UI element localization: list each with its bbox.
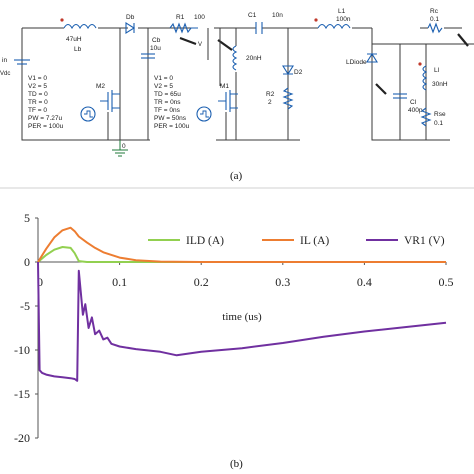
source1-line: TF = 0 (28, 107, 47, 114)
source2-line: PW = 50ns (154, 115, 187, 122)
source2-line: TR = 0ns (154, 99, 181, 106)
source1-line: PER = 100u (28, 123, 64, 130)
lb-value: 47uH (66, 36, 82, 43)
m1-label: M1 (220, 83, 229, 90)
d2-label: D2 (294, 69, 303, 76)
x-tick-label: 0.5 (439, 275, 454, 289)
caption-a: (a) (230, 170, 243, 182)
vin-label: in (2, 57, 7, 64)
l1-label: L1 (338, 8, 346, 15)
r1-label: R1 (176, 14, 185, 21)
y-tick-label: 0 (24, 255, 30, 269)
lb-label: Lb (74, 46, 82, 53)
source2-line: TD = 65u (154, 91, 181, 98)
c1-label: C1 (248, 12, 257, 19)
l1-value: 100n (336, 16, 351, 23)
source2-line: V1 = 0 (154, 75, 173, 82)
source2-line: V2 = 5 (154, 83, 173, 90)
y-tick-label: -10 (14, 343, 30, 357)
legend: ILD (A) IL (A) VR1 (V) (148, 235, 445, 247)
source1-line: TR = 0 (28, 99, 48, 106)
legend-label: IL (A) (300, 235, 329, 247)
schematic: in Vdc 47uH Lb Db Cb 10u R1 100 V C1 10n… (0, 8, 474, 157)
legend-label: VR1 (V) (404, 235, 445, 247)
y-tick-label: -15 (14, 387, 30, 401)
rc-label: Rc (430, 8, 439, 15)
rse-label: Rse (434, 111, 446, 118)
vdc-label: Vdc (0, 71, 10, 77)
series-line-2 (37, 226, 446, 263)
source2-params: V1 = 0 V2 = 5 TD = 65u TR = 0ns TF = 0ns… (154, 75, 190, 130)
y-tick-label: 5 (24, 211, 30, 225)
legend-label: ILD (A) (186, 235, 224, 247)
source1-line: V2 = 5 (28, 83, 47, 90)
cb-label: Cb (152, 37, 161, 44)
cb-value: 10u (150, 45, 161, 52)
source1-line: V1 = 0 (28, 75, 47, 82)
x-tick-label: 0.1 (112, 275, 127, 289)
x-tick-label: 0.3 (275, 275, 290, 289)
r2-value: 2 (268, 99, 272, 106)
source1-line: TD = 0 (28, 91, 48, 98)
series-line-3 (37, 261, 447, 382)
ldiode-label: LDiode (346, 59, 367, 66)
source2-line: TF = 0ns (154, 107, 181, 114)
cl-label: Cl (410, 99, 417, 106)
source1-line: PW = 7.27u (28, 115, 63, 122)
rc-value: 0.1 (430, 16, 439, 23)
l20-label: 20nH (246, 55, 262, 62)
source1-params: V1 = 0 V2 = 5 TD = 0 TR = 0 TF = 0 PW = … (28, 75, 64, 130)
x-axis-label: time (us) (222, 311, 262, 323)
chart: 5 0 -5 -10 -15 -20 0 0.1 0.2 0.3 0.4 0.5 time (us) I… (14, 211, 454, 445)
c1-value: 10n (272, 12, 283, 19)
caption-b: (b) (230, 458, 243, 470)
ll-value: 30nH (432, 81, 448, 88)
r2-label: R2 (266, 91, 275, 98)
x-tick-label: 0 (37, 275, 43, 289)
source2-line: PER = 100u (154, 123, 190, 130)
cl-value: 400p (408, 107, 423, 114)
svg-text:V: V (198, 42, 202, 48)
x-tick-label: 0.2 (194, 275, 209, 289)
x-tick-label: 0.4 (357, 275, 372, 289)
ll-label: Ll (434, 67, 440, 74)
rse-value: 0.1 (434, 120, 443, 127)
y-tick-label: -5 (20, 299, 30, 313)
m2-label: M2 (96, 83, 105, 90)
gnd-label: 0 (122, 143, 126, 150)
r1-value: 100 (194, 14, 205, 21)
db-label: Db (126, 14, 135, 21)
y-tick-label: -20 (14, 431, 30, 445)
